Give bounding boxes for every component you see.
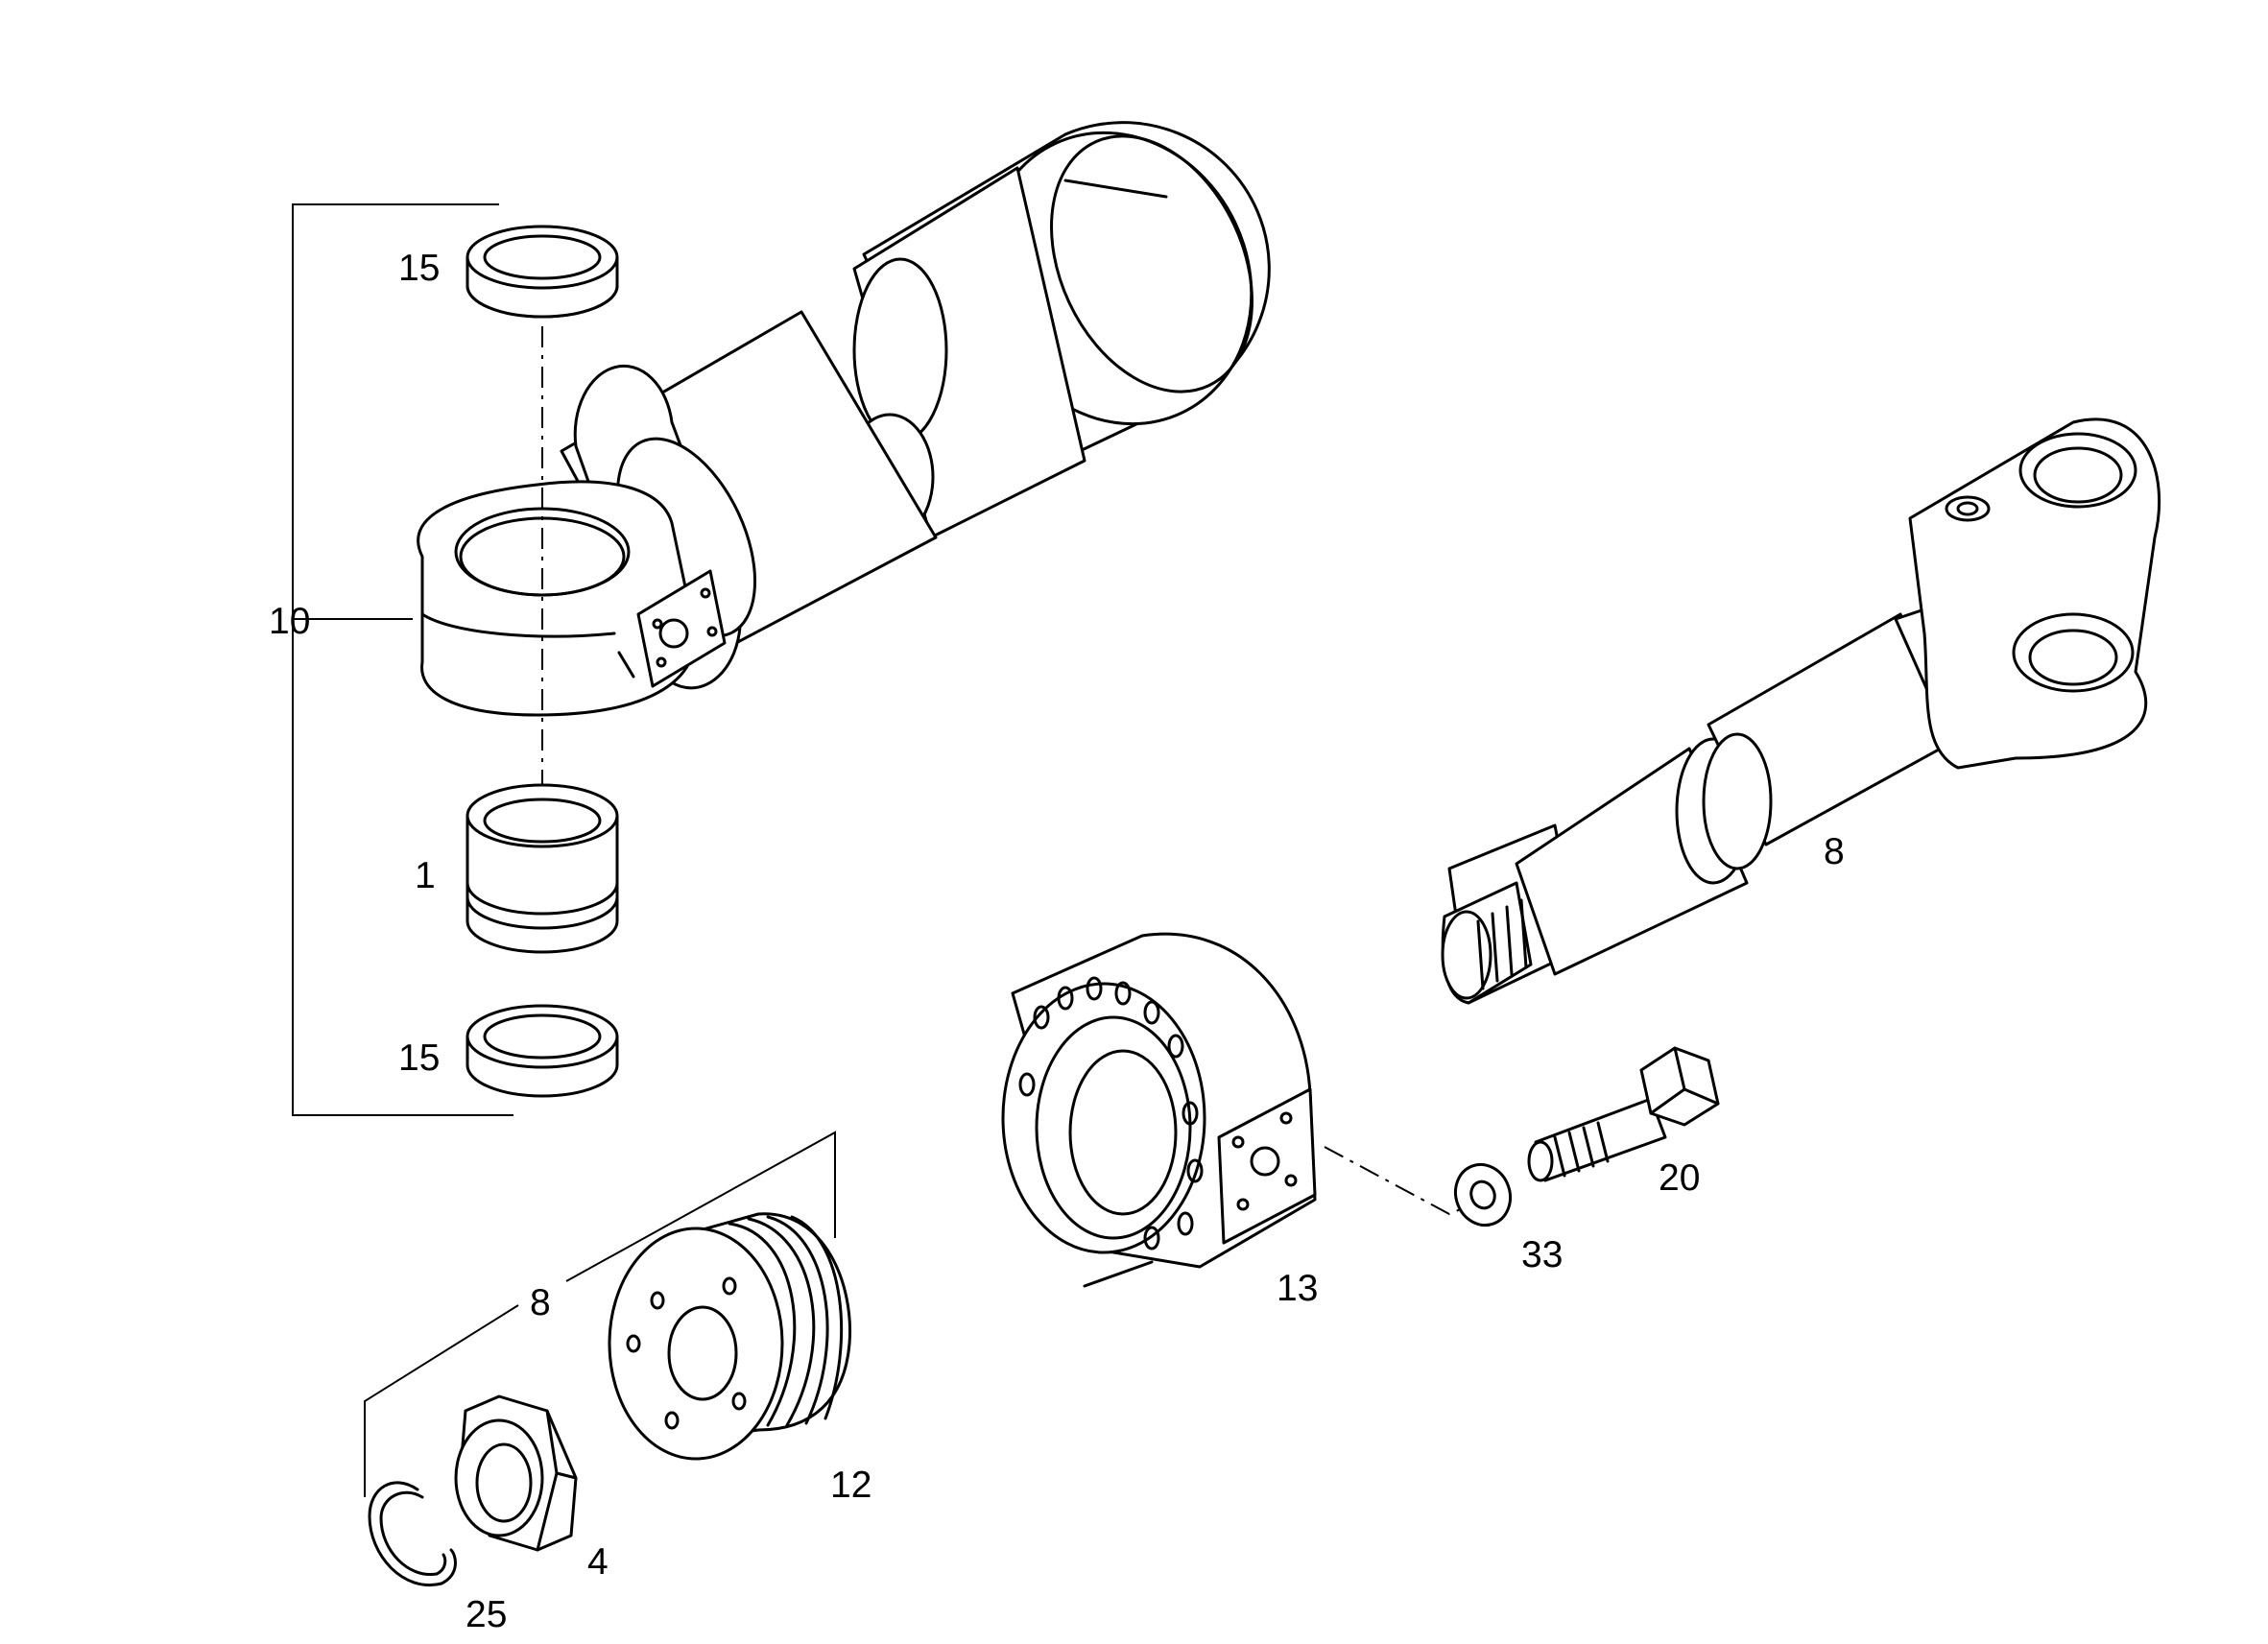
bushing-1 — [466, 783, 619, 954]
callout-15-top: 15 — [398, 248, 440, 289]
cylinder-barrel-10 — [417, 121, 1271, 717]
callout-4: 4 — [587, 1541, 609, 1583]
seal-ring-15-top — [466, 225, 619, 319]
callout-13: 13 — [1277, 1268, 1318, 1309]
callout-15-bottom: 15 — [398, 1037, 440, 1079]
callout-20: 20 — [1659, 1157, 1700, 1199]
callout-10: 10 — [269, 601, 310, 642]
callout-25: 25 — [466, 1594, 507, 1635]
callout-8-rod: 8 — [1824, 831, 1845, 872]
callout-8-piston: 8 — [530, 1282, 551, 1323]
washer-33 — [1454, 1162, 1512, 1227]
piston-12 — [608, 1212, 852, 1461]
piston-rod-8 — [1441, 417, 2161, 1005]
bracket-10 — [292, 203, 513, 1116]
callout-labels: 15 10 1 15 8 8 12 13 33 20 4 25 — [269, 248, 1845, 1635]
circlip-25 — [368, 1481, 457, 1586]
bracket-8 — [364, 1131, 836, 1497]
callout-1: 1 — [415, 855, 436, 896]
nut-4 — [454, 1394, 578, 1552]
seal-ring-15-bottom — [466, 1004, 619, 1098]
callout-12: 12 — [830, 1465, 871, 1506]
bolt-20 — [1527, 1046, 1720, 1182]
cylinder-head-13 — [1001, 932, 1317, 1288]
callout-33: 33 — [1521, 1234, 1563, 1275]
